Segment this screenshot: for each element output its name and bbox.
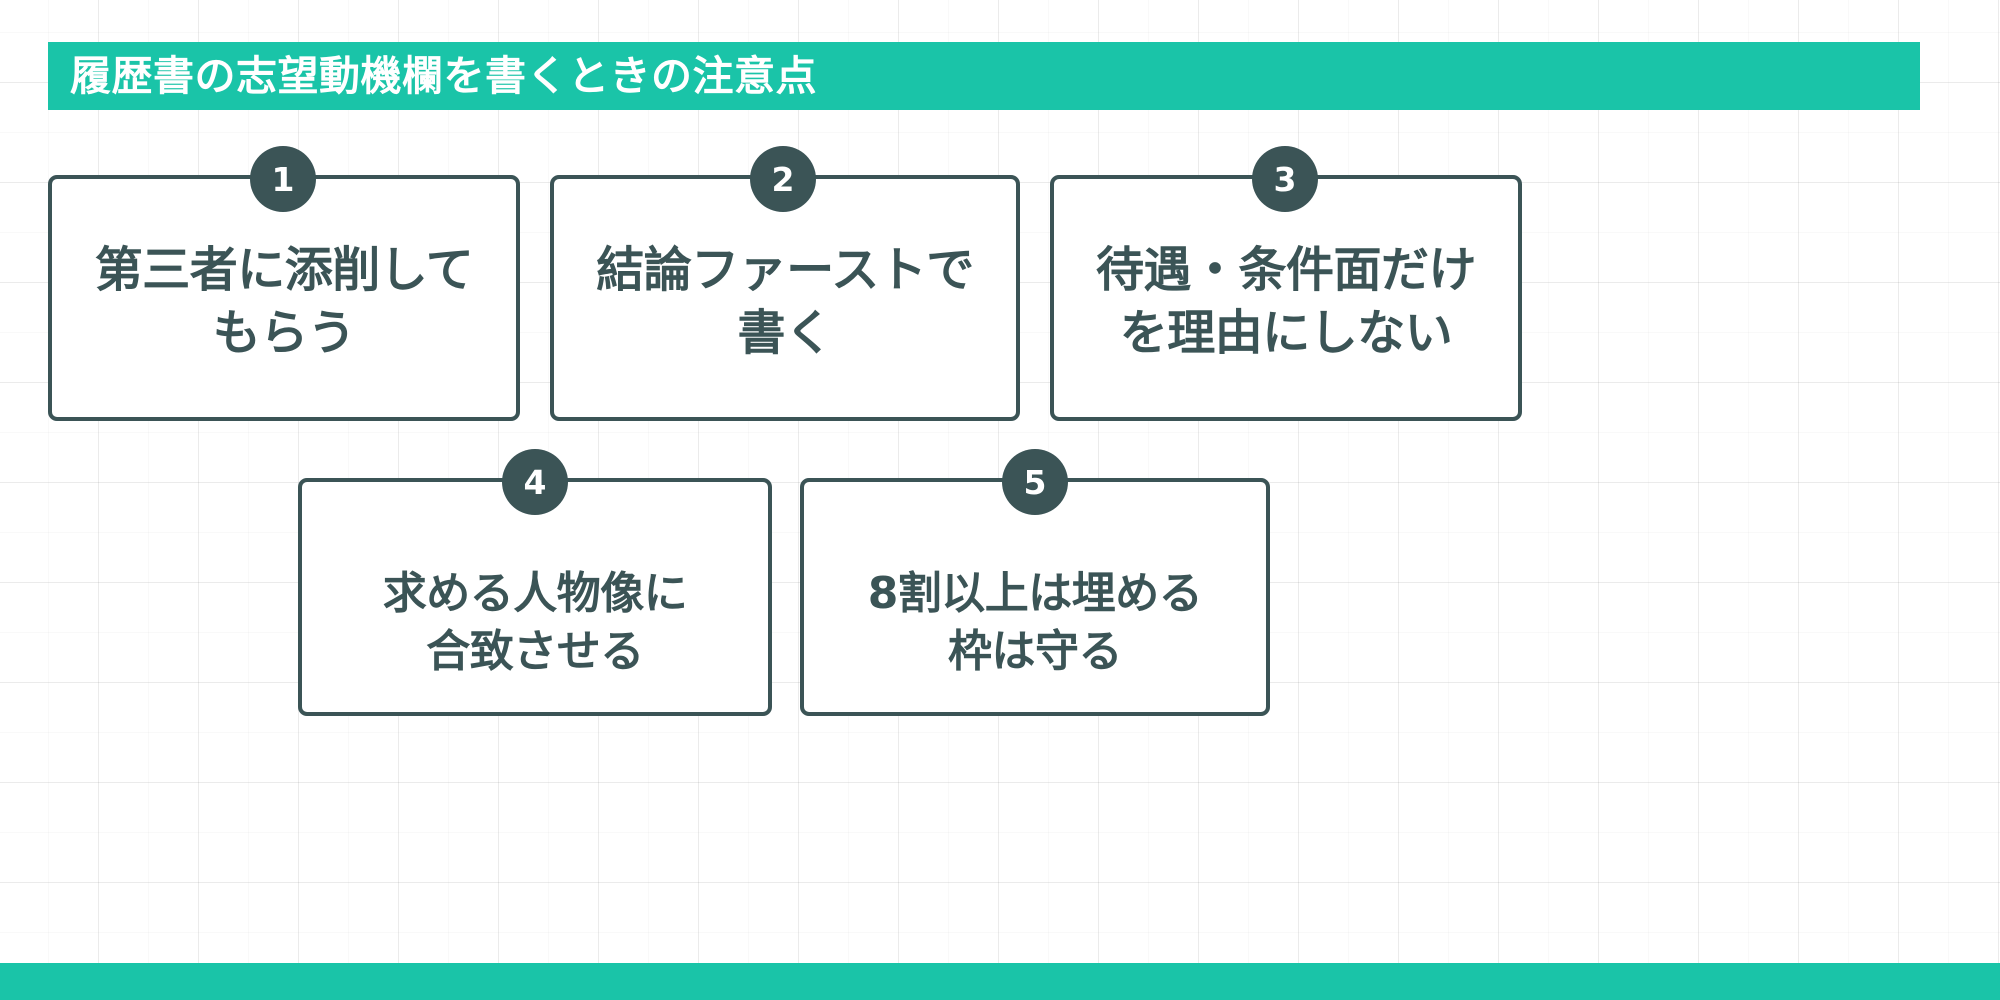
- card-4-text: 求める人物像に 合致させる: [382, 567, 688, 677]
- title-banner: 履歴書の志望動機欄を書くときの注意点: [48, 42, 1920, 110]
- card-3: 待遇・条件面だけ を理由にしない: [1050, 175, 1522, 421]
- card-1: 第三者に添削して もらう: [48, 175, 520, 421]
- card-4-number: 4: [523, 462, 547, 502]
- card-2: 結論ファーストで 書く: [550, 175, 1020, 421]
- card-2-number-badge: 2: [750, 146, 816, 212]
- card-2-number: 2: [771, 159, 795, 199]
- card-5-number: 5: [1023, 462, 1047, 502]
- card-3-text: 待遇・条件面だけ を理由にしない: [1095, 241, 1477, 361]
- card-1-text: 第三者に添削して もらう: [94, 241, 474, 361]
- card-3-number: 3: [1273, 159, 1297, 199]
- bottom-accent-bar: [0, 963, 2000, 1000]
- card-2-text: 結論ファーストで 書く: [596, 241, 974, 361]
- card-4-number-badge: 4: [502, 449, 568, 515]
- card-5-number-badge: 5: [1002, 449, 1068, 515]
- card-1-number-badge: 1: [250, 146, 316, 212]
- card-4: 求める人物像に 合致させる: [298, 478, 772, 716]
- page-title: 履歴書の志望動機欄を書くときの注意点: [70, 51, 817, 100]
- card-5-text: 8割以上は埋める 枠は守る: [867, 567, 1203, 677]
- card-1-number: 1: [271, 159, 295, 199]
- card-3-number-badge: 3: [1252, 146, 1318, 212]
